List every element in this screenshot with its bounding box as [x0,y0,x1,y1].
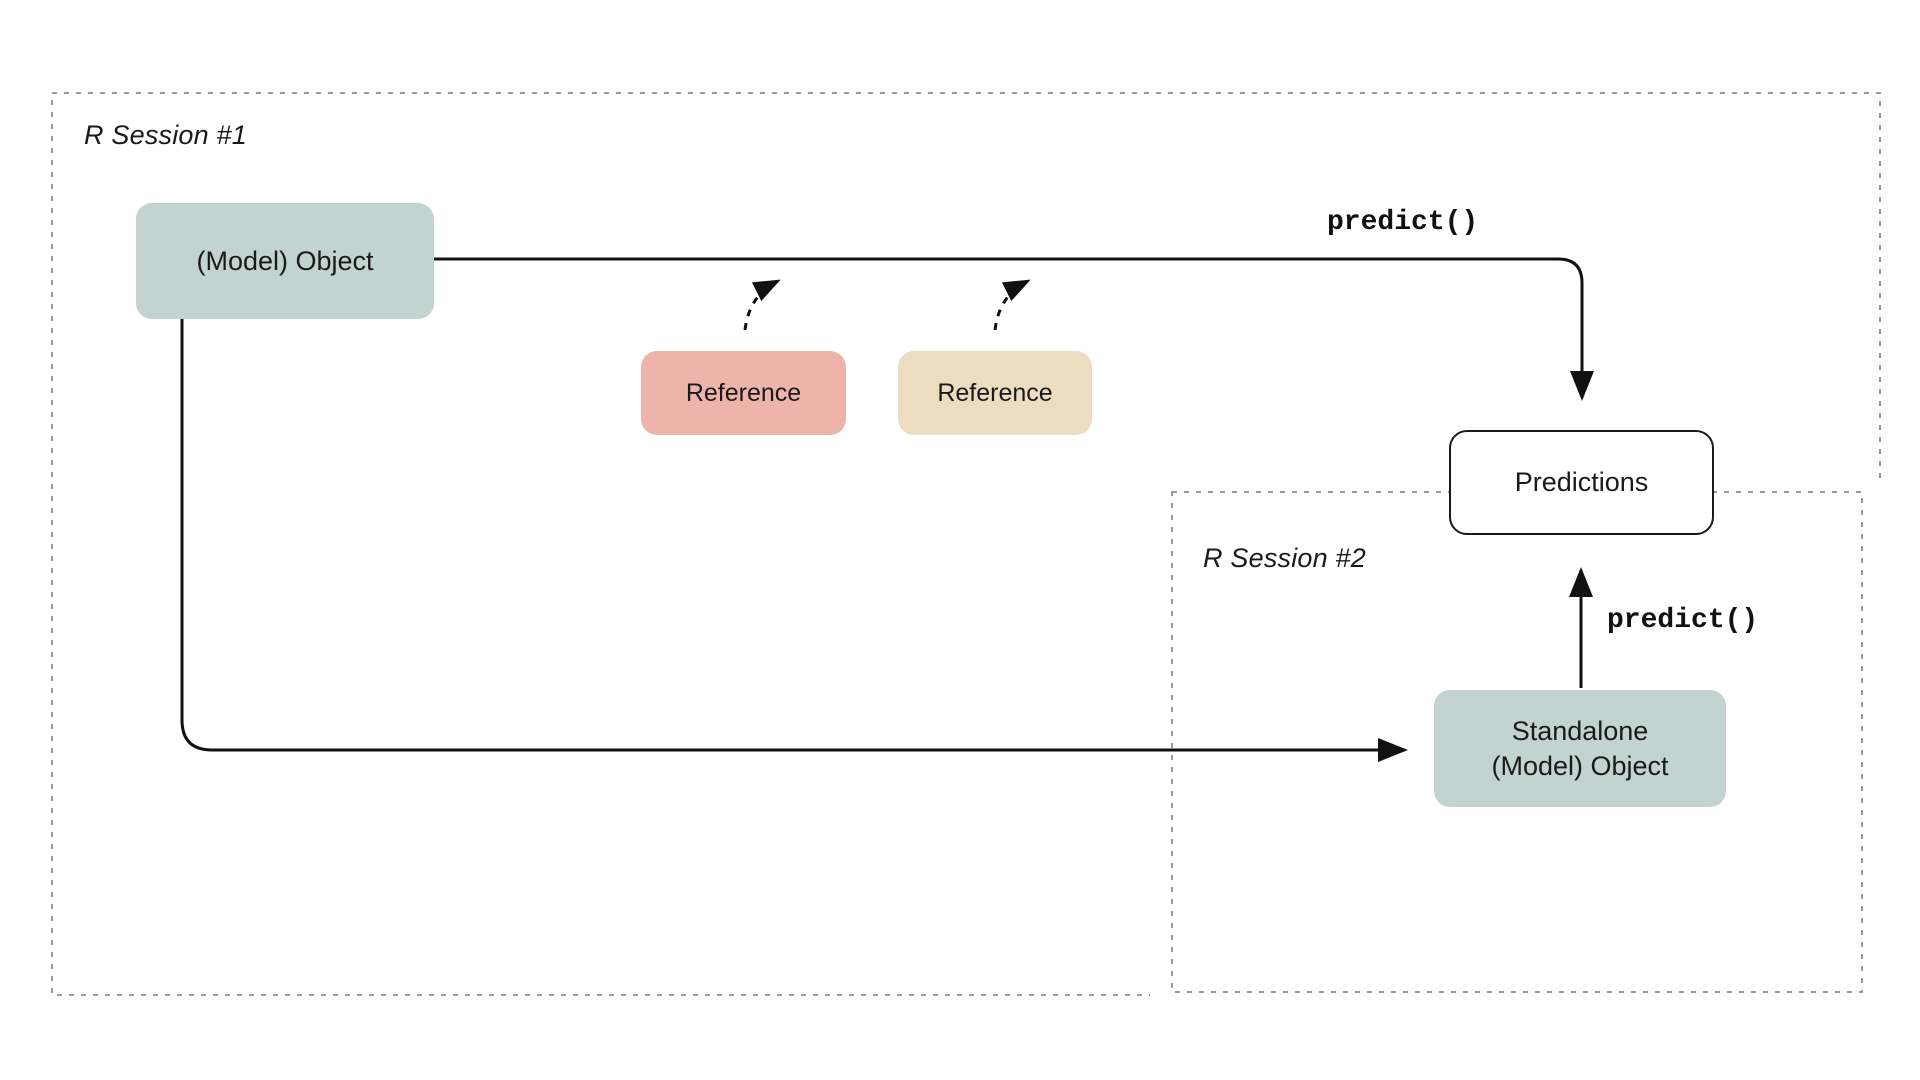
edge-label-predict-top: predict() [1327,207,1479,238]
session-1-frame [51,92,1881,996]
node-reference-secondary-label: Reference [937,379,1053,407]
node-reference-primary-label: Reference [685,379,802,407]
session-2-label: R Session #2 [1203,543,1366,573]
session-1-label: R Session #1 [84,120,247,150]
node-model-object-label: (Model) Object [196,245,374,276]
node-standalone-model-object[interactable]: Standalone (Model) Object [1434,690,1726,807]
node-reference-secondary[interactable]: Reference [898,351,1092,435]
edge-predict-top [434,257,1594,401]
edge-label-predict-bottom: predict() [1607,605,1759,636]
edge-serialize [180,319,1408,762]
node-standalone-label-line1: Standalone [1511,715,1649,746]
edge-reference-1 [743,279,781,331]
node-standalone-label-line2: (Model) Object [1491,750,1669,781]
node-reference-primary[interactable]: Reference [641,351,846,435]
node-predictions[interactable]: Predictions [1449,430,1714,535]
edge-reference-2 [993,279,1031,331]
node-predictions-label: Predictions [1514,467,1649,498]
node-model-object[interactable]: (Model) Object [136,203,434,319]
session-2-frame [1171,491,1863,993]
